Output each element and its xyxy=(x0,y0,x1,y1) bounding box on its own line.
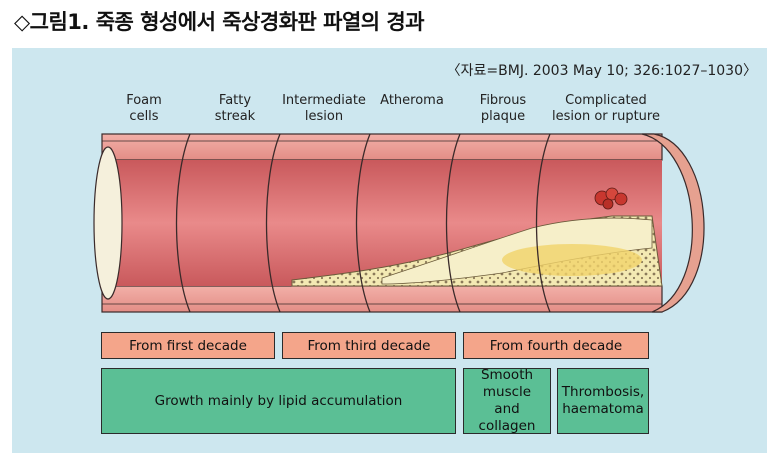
figure-panel: 〈자료=BMJ. 2003 May 10; 326:1027–1030〉 Foa… xyxy=(12,48,767,453)
artery-illustration xyxy=(93,133,705,313)
segment-divider-1 xyxy=(175,133,191,313)
growth-box-lipid: Growth mainly by lipid accumulation xyxy=(101,368,456,434)
stage-label-foam-cells: Foam cells xyxy=(126,93,162,124)
decade-box-third: From third decade xyxy=(282,332,456,359)
stage-label-complicated-lesion: Complicated lesion or rupture xyxy=(552,93,660,124)
artery-bottom-wall xyxy=(101,285,663,313)
artery-right-end xyxy=(641,133,705,313)
segment-divider-5 xyxy=(535,133,551,313)
stage-label-intermediate-lesion: Intermediate lesion xyxy=(282,93,366,124)
stage-label-atheroma: Atheroma xyxy=(380,93,444,108)
stage-label-fibrous-plaque: Fibrous plaque xyxy=(479,93,527,124)
artery-left-opening xyxy=(93,146,123,300)
thrombus xyxy=(594,187,628,210)
figure-title: ◇그림1. 죽종 형성에서 죽상경화판 파열의 경과 xyxy=(14,10,425,34)
decade-box-first: From first decade xyxy=(101,332,275,359)
stage-label-fatty-streak: Fatty streak xyxy=(214,93,256,124)
growth-box-thrombosis: Thrombosis, haematoma xyxy=(557,368,649,434)
artery-top-wall xyxy=(101,133,663,161)
lipid-core xyxy=(502,244,642,276)
segment-divider-4 xyxy=(445,133,461,313)
growth-box-smooth-muscle: Smooth muscle and collagen xyxy=(463,367,551,434)
decade-box-fourth: From fourth decade xyxy=(463,332,649,359)
segment-divider-2 xyxy=(265,133,281,313)
segment-divider-3 xyxy=(355,133,371,313)
source-citation: 〈자료=BMJ. 2003 May 10; 326:1027–1030〉 xyxy=(446,63,757,79)
